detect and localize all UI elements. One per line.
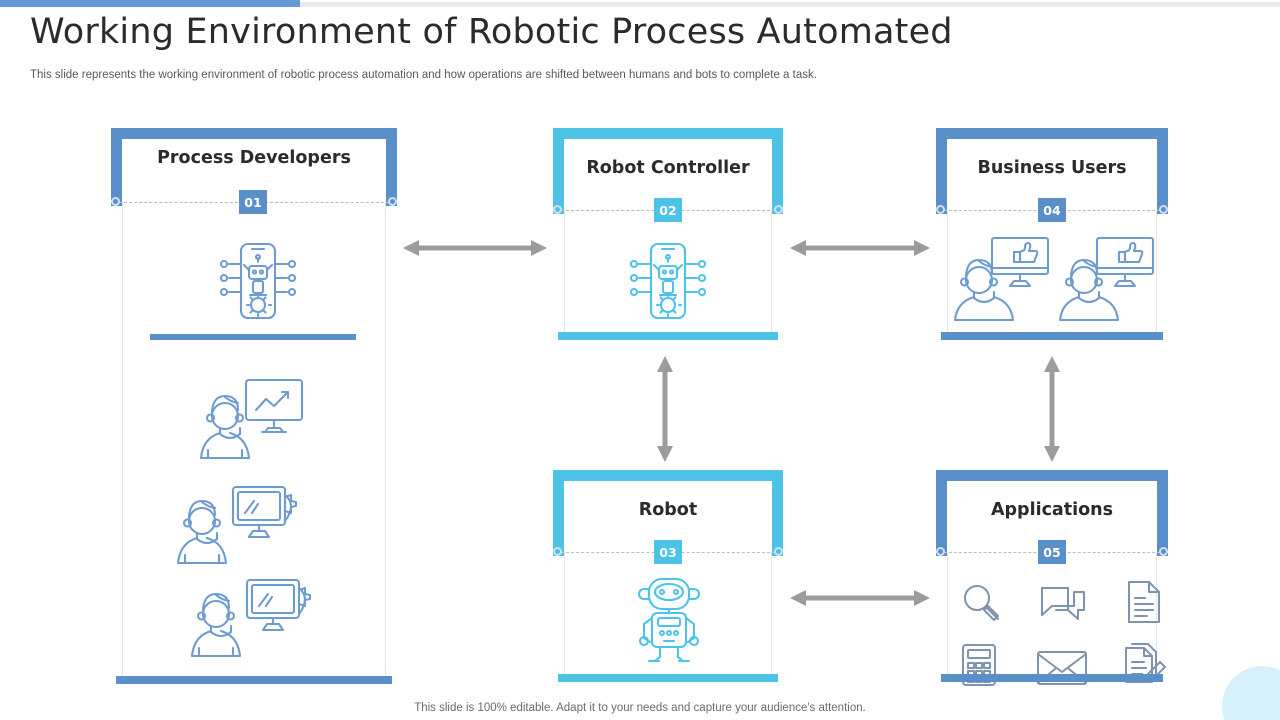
card-bottom-bar bbox=[558, 332, 778, 340]
card-body bbox=[947, 552, 1157, 682]
dash-end-dot-right bbox=[1159, 547, 1168, 556]
mobile-robot-gear-icon bbox=[215, 240, 301, 330]
top-progress-bar-filled bbox=[0, 0, 300, 7]
card-title: Robot bbox=[638, 500, 698, 520]
arrow-robot-to-applications bbox=[790, 588, 930, 608]
card-number-badge: 04 bbox=[1038, 198, 1066, 222]
dash-end-dot-left bbox=[553, 547, 562, 556]
mobile-robot-gear-icon bbox=[625, 240, 711, 330]
card-process-developers[interactable]: Process Developers 01 bbox=[111, 128, 397, 684]
person-with-thumbsup-monitor-icon bbox=[1049, 236, 1161, 322]
card-bottom-bar bbox=[116, 676, 392, 684]
card-title: Robot Controller bbox=[586, 158, 750, 178]
document-icon bbox=[1125, 580, 1163, 624]
dash-end-dot-right bbox=[774, 547, 783, 556]
magnifier-icon bbox=[960, 582, 1002, 624]
card-number-badge: 03 bbox=[654, 540, 682, 564]
card-robot[interactable]: Robot 03 bbox=[553, 470, 783, 682]
dash-end-dot-right bbox=[388, 197, 397, 206]
dash-end-dot-left bbox=[111, 197, 120, 206]
person-with-chart-monitor-icon bbox=[196, 378, 316, 460]
card-inner-divider bbox=[150, 334, 356, 340]
person-with-gear-monitor-icon bbox=[173, 483, 308, 565]
dash-end-dot-right bbox=[774, 205, 783, 214]
dash-end-dot-right bbox=[1159, 205, 1168, 214]
card-applications[interactable]: Applications 05 bbox=[936, 470, 1168, 686]
dash-end-dot-left bbox=[936, 205, 945, 214]
card-robot-controller[interactable]: Robot Controller 02 bbox=[553, 128, 783, 340]
card-number-badge: 01 bbox=[239, 190, 267, 214]
arrow-business-users-to-applications bbox=[1042, 356, 1062, 462]
page-subtitle: This slide represents the working enviro… bbox=[30, 69, 817, 81]
top-progress-bar-track bbox=[300, 2, 1280, 7]
card-bottom-bar bbox=[558, 674, 778, 682]
card-bottom-bar bbox=[941, 674, 1163, 682]
card-number-badge: 02 bbox=[654, 198, 682, 222]
robot-icon bbox=[629, 575, 709, 665]
dash-end-dot-left bbox=[553, 205, 562, 214]
chat-bubbles-icon bbox=[1040, 584, 1086, 624]
card-number-badge: 05 bbox=[1038, 540, 1066, 564]
card-title: Applications bbox=[990, 500, 1114, 520]
arrow-developers-to-controller bbox=[403, 238, 547, 258]
arrow-controller-to-robot bbox=[655, 356, 675, 462]
person-with-gear-monitor-icon bbox=[187, 576, 322, 658]
arrow-controller-to-business-users bbox=[790, 238, 930, 258]
corner-decoration-circle bbox=[1222, 666, 1280, 720]
footer-note: This slide is 100% editable. Adapt it to… bbox=[414, 702, 866, 714]
card-title: Process Developers bbox=[157, 148, 351, 168]
card-bottom-bar bbox=[941, 332, 1163, 340]
card-title: Business Users bbox=[977, 158, 1127, 178]
dash-end-dot-left bbox=[936, 547, 945, 556]
person-with-thumbsup-monitor-icon bbox=[944, 236, 1056, 322]
page-title: Working Environment of Robotic Process A… bbox=[30, 12, 953, 52]
card-business-users[interactable]: Business Users 04 bbox=[936, 128, 1168, 340]
